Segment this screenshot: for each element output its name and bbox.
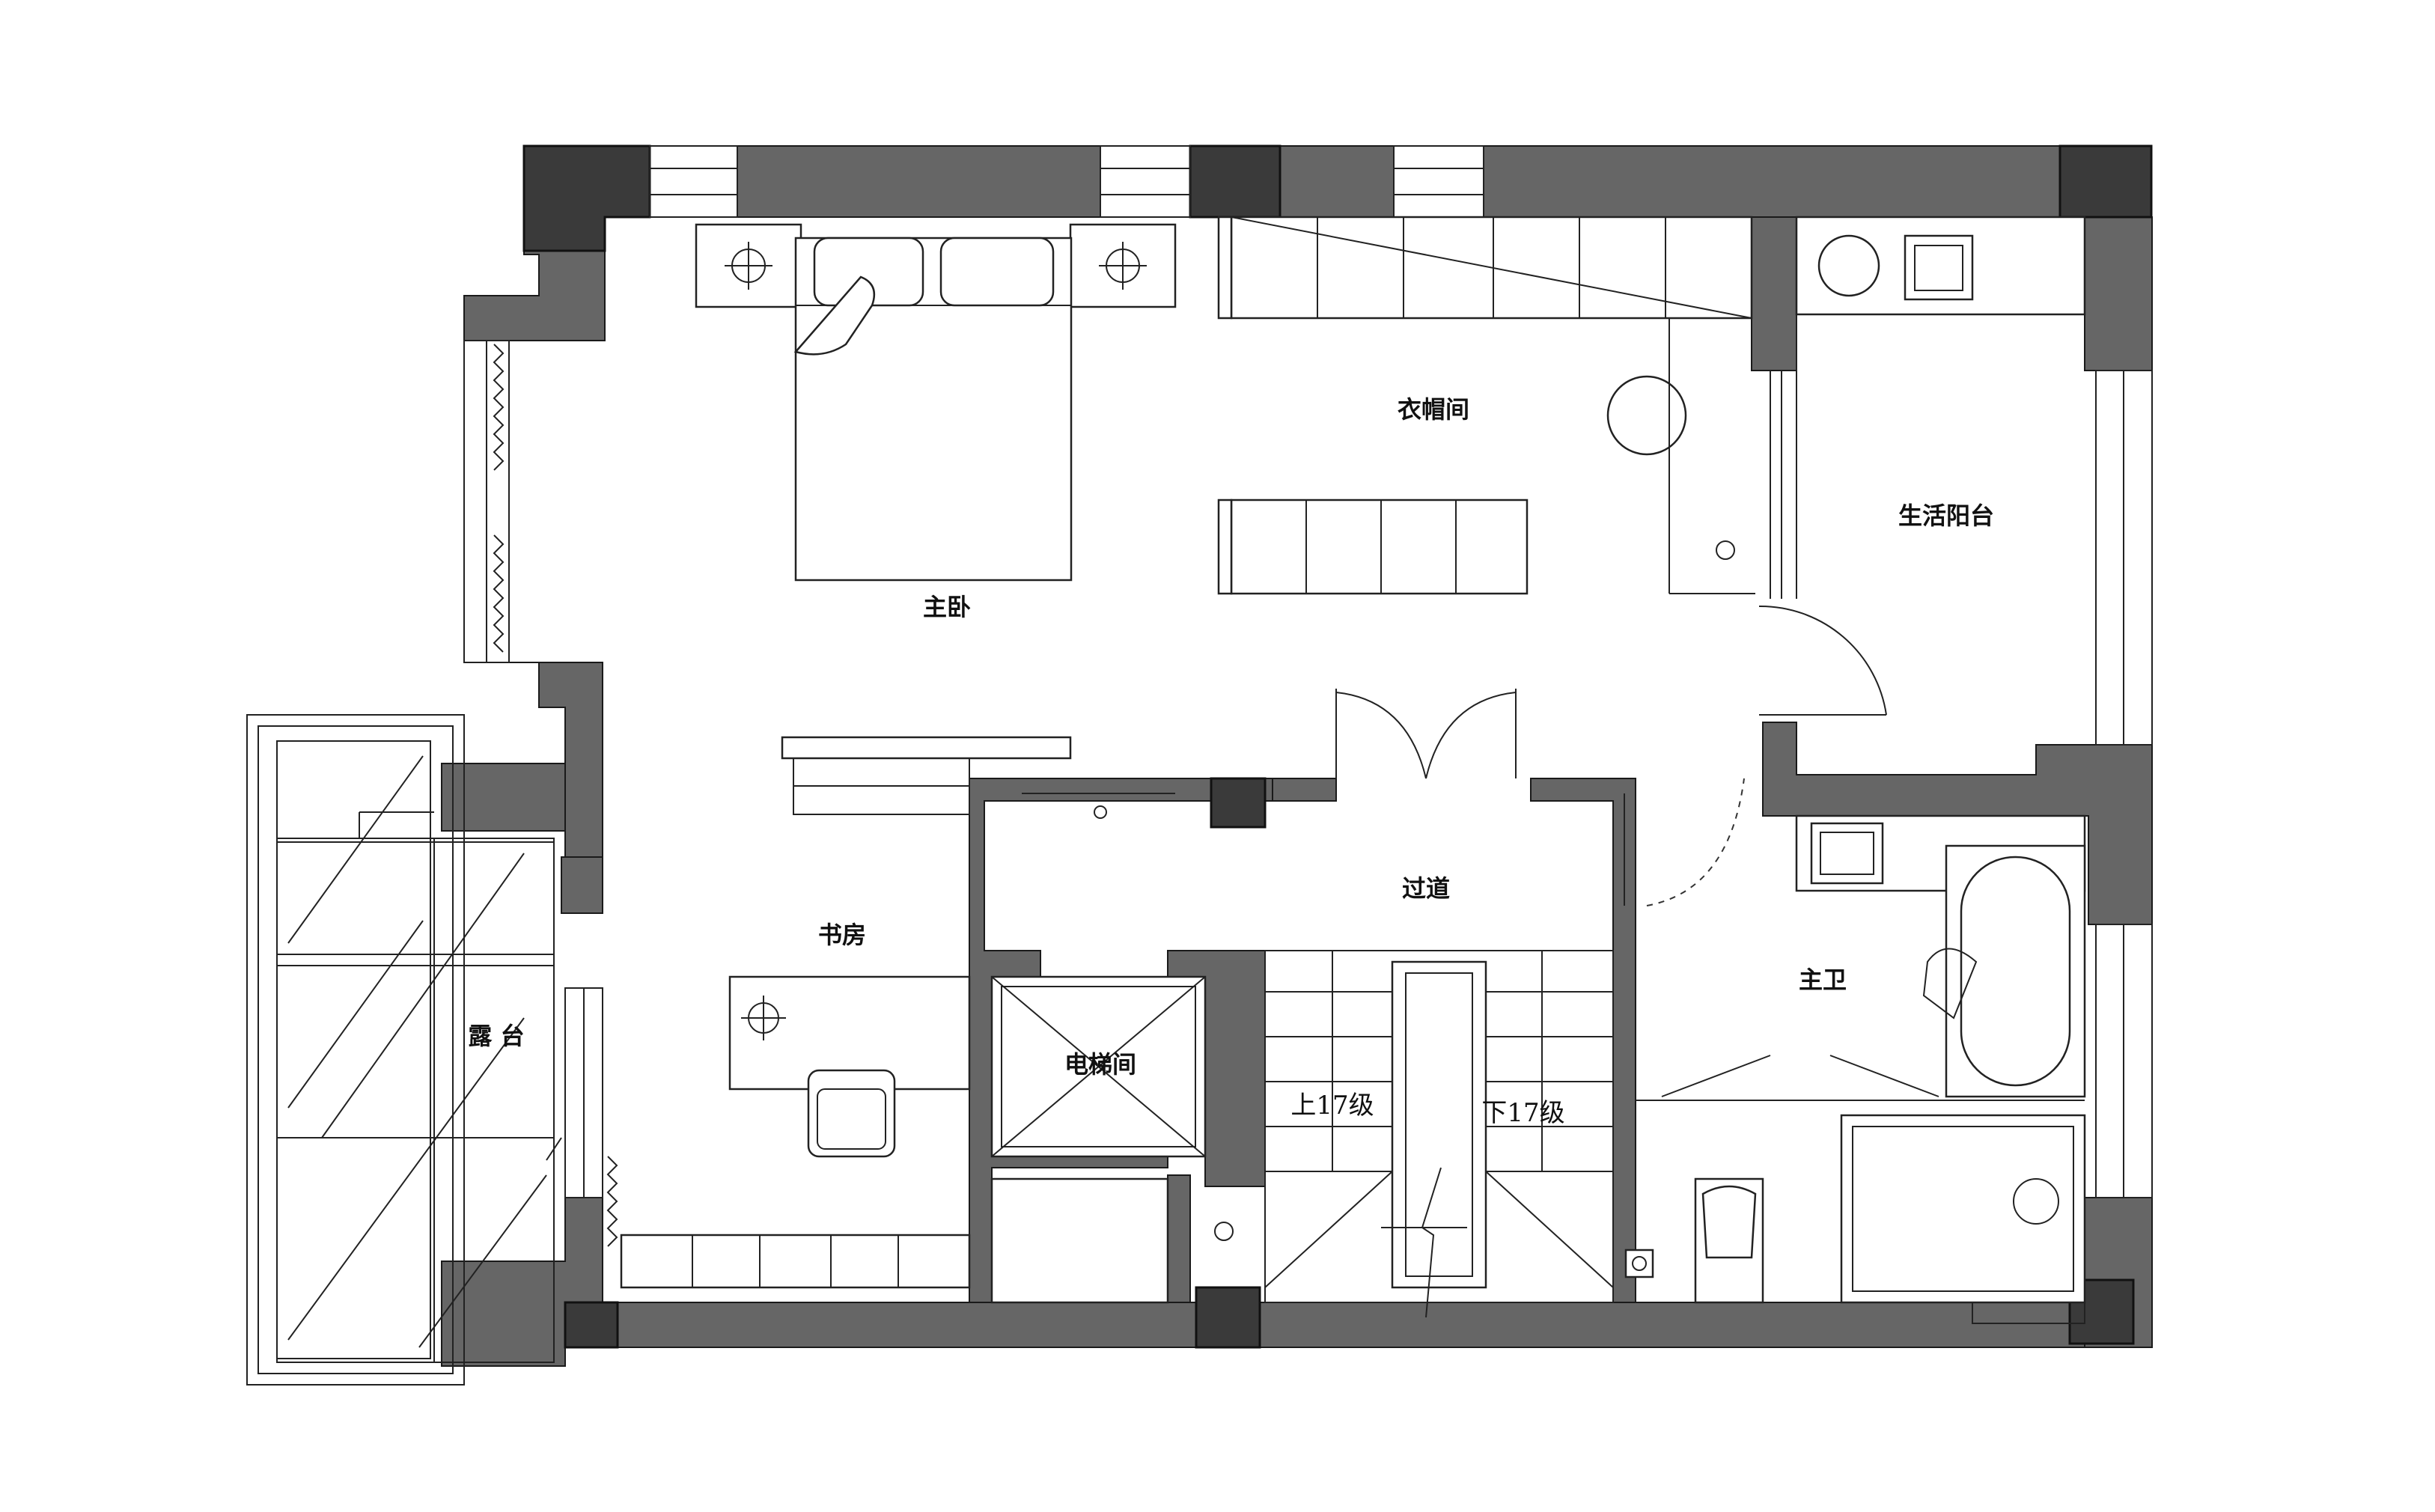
master-bedroom-furniture [695,223,1177,815]
structural-columns [522,144,2153,1349]
corridor-fixtures [1022,689,1745,906]
staircase [1214,950,1614,1318]
label-terrace: 露 台 [468,1022,524,1050]
room-labels: 主卧 衣帽间 生活阳台 过道 书房 露 台 电梯间 主卫 上17级 下17级 [468,395,1994,1128]
label-stairs-down: 下17级 [1481,1098,1564,1128]
label-master-bath: 主卫 [1799,966,1847,994]
label-master-bedroom: 主卧 [923,593,971,621]
label-corridor: 过道 [1402,874,1450,903]
utility-balcony-fixtures [1758,216,2086,716]
label-stairs-up: 上17级 [1290,1091,1374,1121]
closet-furniture [1217,216,1755,595]
study-furniture [620,975,971,1289]
terrace-area [246,714,562,1386]
label-closet: 衣帽间 [1398,395,1469,424]
label-study: 书房 [818,921,866,949]
curtains [493,344,618,1247]
windows [463,145,2153,1198]
elevator-shaft [990,975,1207,1304]
label-elevator: 电梯间 [1064,1050,1136,1079]
master-bath-fixtures [1624,814,2086,1324]
label-utility-balcony: 生活阳台 [1898,502,1994,530]
